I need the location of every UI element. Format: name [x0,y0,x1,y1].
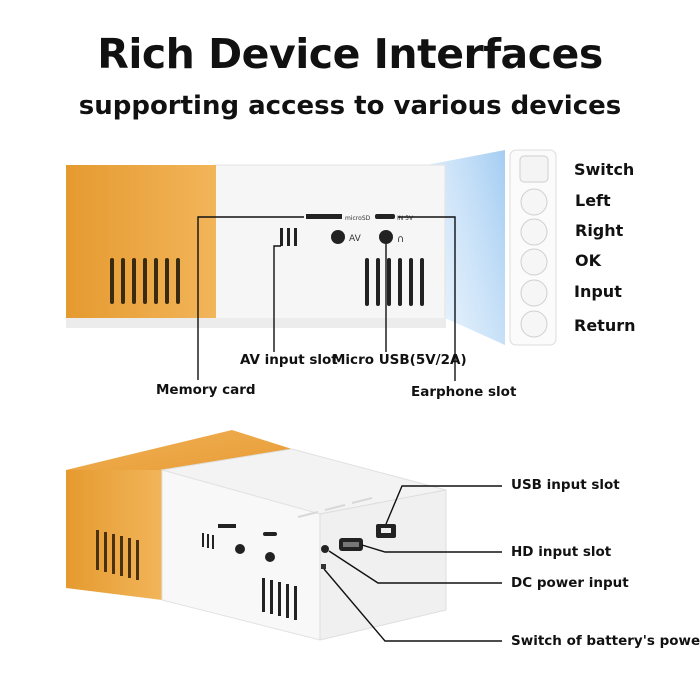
callout-earphone: Earphone slot [411,384,517,400]
button-label-switch: Switch [574,160,635,179]
input-button [520,279,548,307]
bottom-micro-usb [263,532,277,536]
bottom-microsd-slot [218,524,236,528]
dc-power-port [321,545,329,553]
button-label-input: Input [574,282,622,301]
bottom-av-jack [235,544,245,554]
bottom-earphone-jack [265,552,275,562]
side-face [319,489,447,641]
callout-hd-input: HD input slot [511,544,612,560]
page-title: Rich Device Interfaces [97,30,603,78]
top-face-orange [66,430,292,470]
bottom-white-vents [262,578,297,620]
top-device: microSD IN 5V AV ∩ [66,149,557,381]
callout-usb-input: USB input slot [511,477,620,493]
bottom-orange-vents [96,530,139,580]
microsd-slot [306,214,342,219]
av-text: AV [349,234,362,244]
right-button [520,218,548,246]
callout-memory-card: Memory card [156,382,256,398]
av-jack [331,230,345,244]
white-vents [365,258,424,306]
bottom-callout-lines [323,485,502,642]
av-grille [280,228,297,246]
ok-button [520,248,548,276]
top-callout-lines [197,216,456,381]
in5v-text: IN 5V [397,215,414,222]
callout-battery-switch: Switch of battery's power [511,633,700,649]
left-button [520,188,548,216]
microsd-text: microSD [345,215,371,222]
battery-switch [321,564,326,569]
bottom-av-grille [202,533,214,549]
device-body-white [214,164,446,326]
button-label-ok: OK [575,251,601,270]
device-body-orange [66,165,216,325]
page-subtitle: supporting access to various devices [78,91,622,121]
switch-button [519,155,549,183]
button-label-right: Right [575,221,624,240]
callout-micro-usb: Micro USB(5V/2A) [332,352,467,368]
callout-dc-power: DC power input [511,575,629,591]
bottom-device [66,430,502,642]
micro-usb-port [375,214,395,219]
headphone-icon: ∩ [397,234,404,245]
earphone-jack [379,230,393,244]
button-label-left: Left [575,191,611,210]
return-button [520,310,548,338]
button-label-return: Return [574,316,636,335]
top-ridges [297,497,373,518]
orange-vents [110,258,180,304]
callout-av-input: AV input slot [240,352,338,368]
